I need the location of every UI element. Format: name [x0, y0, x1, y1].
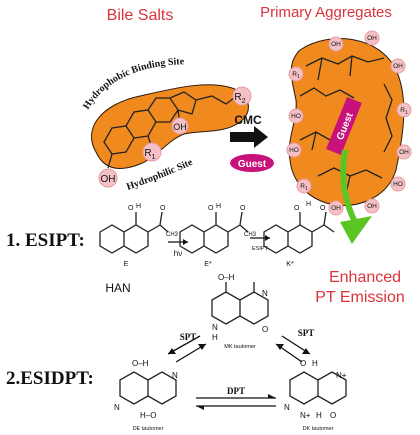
cmc-arrow	[230, 126, 268, 148]
green-arrow	[340, 149, 359, 226]
enhanced-line1: Enhanced	[329, 269, 401, 286]
cmc-label: CMC	[234, 113, 262, 127]
oh-bubble-middle	[171, 117, 189, 135]
label-k-star: K*	[286, 261, 294, 268]
svg-text:O: O	[128, 205, 134, 212]
svg-text:N: N	[114, 403, 120, 412]
green-arrowhead	[340, 216, 372, 244]
svg-text:N: N	[172, 371, 178, 380]
svg-text:O: O	[294, 205, 300, 212]
agg-ho-1: HO	[291, 113, 301, 120]
aggregate-guest-bar	[326, 97, 362, 155]
agg-oh-1: OH	[331, 41, 341, 48]
mk-tautomer: O–H N N H O MK tautomer	[211, 273, 269, 350]
svg-text:N: N	[262, 289, 268, 298]
svg-text:O: O	[160, 205, 166, 212]
enhanced-line2: PT Emission	[315, 289, 405, 306]
oh-label-middle: OH	[173, 122, 187, 132]
dpt-label: DPT	[227, 386, 245, 396]
svg-text:O: O	[330, 411, 336, 420]
han-label: HAN	[105, 281, 130, 295]
label-e-star: E*	[204, 261, 212, 268]
agg-r-1: R1	[292, 71, 300, 80]
aggregate-hydrophilic-groups	[286, 30, 412, 216]
svg-text:H: H	[216, 203, 221, 210]
agg-oh-3: OH	[393, 63, 403, 70]
esidpt-heading: 2.ESIDPT:	[6, 368, 94, 389]
svg-text:O: O	[208, 205, 214, 212]
de-tautomer: O–H N N H–O DE tautomer	[114, 359, 178, 432]
svg-text:N+: N+	[336, 371, 347, 380]
guest-label: Guest	[238, 159, 267, 170]
guest-ellipse	[230, 154, 274, 172]
svg-text:H: H	[316, 411, 322, 420]
r2-bubble	[232, 86, 252, 106]
svg-text:H: H	[136, 203, 141, 210]
agg-oh-4: OH	[399, 149, 409, 156]
agg-oh-6: OH	[367, 203, 377, 210]
dk-tautomer-label: DK tautomer	[303, 426, 334, 432]
de-tautomer-label: DE tautomer	[133, 426, 164, 432]
molecule-e-star: O H O CH3 E*	[179, 203, 257, 268]
oh-label-bottom: OH	[101, 174, 116, 185]
spt-left-label: SPT	[180, 332, 197, 342]
svg-text:H: H	[306, 201, 311, 208]
molecule-k-star: O H O K*	[263, 201, 335, 268]
oh-bubble-bottom	[98, 168, 118, 188]
r1-label: R1	[144, 148, 155, 161]
agg-ho-3: HO	[393, 181, 403, 188]
r2-label: R2	[234, 92, 245, 105]
svg-text:N: N	[284, 403, 290, 412]
agg-ho-2: HO	[289, 147, 299, 154]
svg-text:N: N	[212, 323, 218, 332]
svg-text:CH3: CH3	[166, 232, 179, 238]
agg-r-2: R1	[400, 107, 408, 116]
svg-text:O: O	[262, 325, 268, 334]
svg-text:H: H	[212, 333, 218, 342]
agg-oh-2: OH	[367, 35, 377, 42]
svg-text:CH3: CH3	[244, 232, 257, 238]
agg-r-3: R1	[300, 183, 308, 192]
bile-salt-molecule: OH R1 OH R2	[91, 84, 252, 188]
svg-text:H–O: H–O	[140, 411, 156, 420]
svg-text:O: O	[320, 205, 326, 212]
mk-tautomer-label: MK tautomer	[224, 344, 256, 350]
label-e: E	[124, 261, 129, 268]
primary-aggregate: Guest OH OH R1 OH HO R1 HO OH R1 HO OH O…	[286, 30, 412, 216]
svg-text:O–H: O–H	[218, 273, 235, 282]
molecule-e: O H O CH3 E	[99, 203, 179, 268]
dpt-arrows	[196, 397, 276, 407]
agg-oh-5: OH	[331, 205, 341, 212]
svg-text:O: O	[300, 359, 306, 368]
bile-salts-title: Bile Salts	[107, 7, 174, 24]
primary-aggregates-title: Primary Aggregates	[260, 4, 392, 21]
hv-label: hν	[174, 249, 182, 258]
dk-tautomer: O H N+ N N+ H O DK tautomer	[284, 359, 347, 432]
r1-bubble	[142, 142, 162, 162]
bile-salt-body	[91, 84, 249, 169]
esipt-arrow-label: ESIPT	[252, 246, 269, 252]
svg-text:O–H: O–H	[132, 359, 149, 368]
svg-text:O: O	[240, 205, 246, 212]
spt-right-label: SPT	[298, 328, 315, 338]
esipt-heading: 1. ESIPT:	[6, 230, 85, 251]
svg-text:N+: N+	[300, 411, 311, 420]
svg-text:H: H	[312, 359, 318, 368]
